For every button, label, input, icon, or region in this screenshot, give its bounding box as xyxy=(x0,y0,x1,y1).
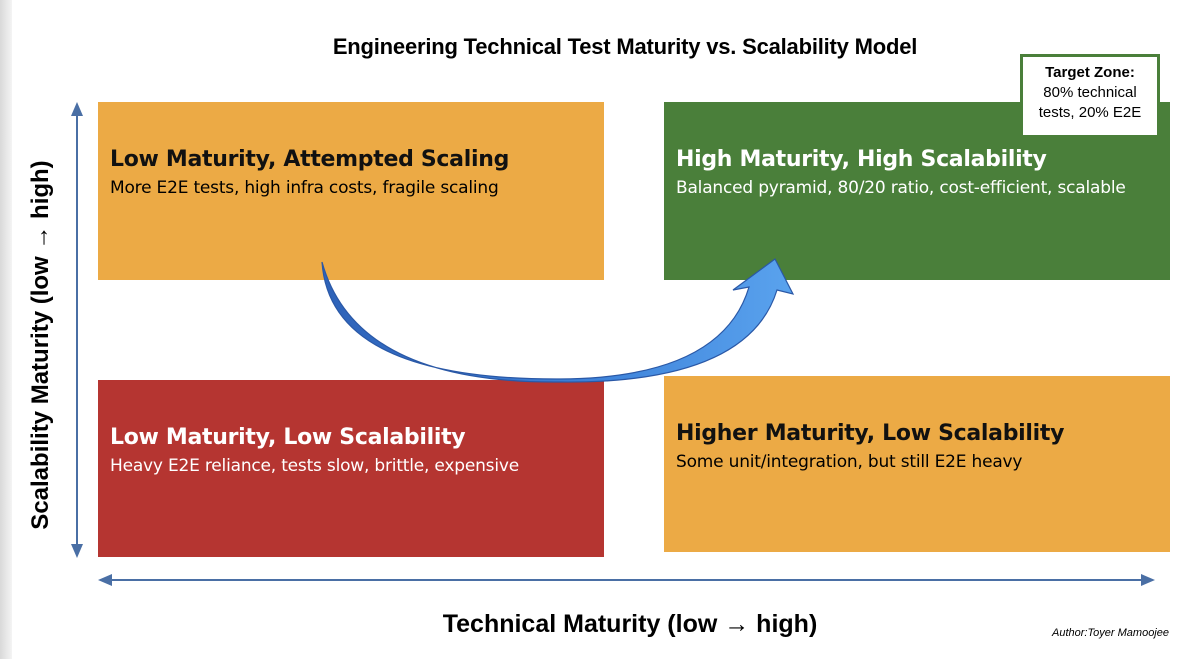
quadrant-title: Low Maturity, Low Scalability xyxy=(110,425,466,450)
quadrant-description: Balanced pyramid, 80/20 ratio, cost-effi… xyxy=(676,178,1126,198)
quadrant-low-maturity-low-scalability: Low Maturity, Low Scalability Heavy E2E … xyxy=(98,380,604,557)
quadrant-description: Heavy E2E reliance, tests slow, brittle,… xyxy=(110,456,519,476)
target-zone-body: 80% technical tests, 20% E2E xyxy=(1038,84,1142,121)
x-axis-arrowhead-left xyxy=(98,574,112,586)
y-axis-arrowhead-top xyxy=(71,102,83,116)
target-zone-heading: Target Zone: xyxy=(1045,64,1135,81)
diagram-title: Engineering Technical Test Maturity vs. … xyxy=(332,34,918,59)
quadrant-low-maturity-attempted-scaling: Low Maturity, Attempted Scaling More E2E… xyxy=(98,102,604,280)
quadrant-description: Some unit/integration, but still E2E hea… xyxy=(676,452,1023,472)
quadrant-description: More E2E tests, high infra costs, fragil… xyxy=(110,178,499,198)
y-axis-arrowhead-bottom xyxy=(71,544,83,558)
quadrant-title: Higher Maturity, Low Scalability xyxy=(676,421,1065,446)
quadrant-higher-maturity-low-scalability: Higher Maturity, Low Scalability Some un… xyxy=(664,376,1170,552)
y-axis xyxy=(71,102,83,558)
author-credit: Author:Toyer Mamoojee xyxy=(1052,627,1169,639)
y-axis-label: Scalability Maturity (low → high) xyxy=(27,160,54,530)
quadrant-title: High Maturity, High Scalability xyxy=(676,147,1047,172)
x-axis-label: Technical Maturity (low → high) xyxy=(442,610,818,638)
left-edge-rule xyxy=(0,0,12,659)
quadrant-title: Low Maturity, Attempted Scaling xyxy=(110,147,510,172)
x-axis-arrowhead-right xyxy=(1141,574,1155,586)
x-axis xyxy=(98,574,1155,586)
target-zone-callout: Target Zone: 80% technical tests, 20% E2… xyxy=(1020,54,1160,138)
